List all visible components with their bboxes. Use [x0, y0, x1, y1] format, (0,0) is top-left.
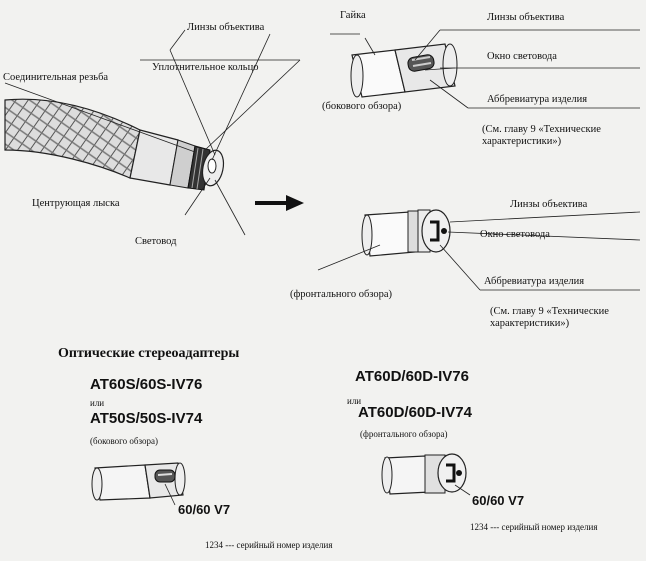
label-window-side: Окно световода: [487, 51, 557, 62]
stereo-title: Оптические стереоадаптеры: [58, 346, 240, 361]
arrow-right-icon: [255, 195, 304, 211]
note-front: (См. главу 9 «Технические характеристики…: [490, 306, 609, 330]
scope-tip-drawing: [4, 29, 301, 236]
label-light-guide: Световод: [135, 236, 177, 247]
label-abbrev-front: Аббревиатура изделия: [484, 276, 585, 287]
caption-front-view: (фронтального обзора): [290, 289, 393, 300]
label-nut: Гайка: [340, 10, 366, 21]
right-serial: 1234 --- серийный номер изделия: [470, 522, 598, 532]
left-model-1: AT60S/60S-IV76: [90, 376, 203, 393]
label-lens-top: Линзы объектива: [187, 22, 265, 33]
label-lens-side: Линзы объектива: [487, 12, 565, 23]
stereo-side-adapter-drawing: [91, 462, 186, 506]
right-model-2: AT60D/60D-IV74: [358, 404, 472, 421]
left-serial: 1234 --- серийный номер изделия: [205, 540, 333, 550]
label-center-flat: Центрующая лыска: [32, 198, 120, 209]
right-view: (фронтального обзора): [360, 429, 448, 439]
right-or: или: [347, 396, 362, 406]
label-abbrev-side: Аббревиатура изделия: [487, 94, 588, 105]
left-view: (бокового обзора): [90, 436, 158, 446]
stereo-front-adapter-drawing: [381, 453, 471, 496]
left-code: 60/60 V7: [178, 502, 231, 517]
label-lens-front: Линзы объектива: [510, 199, 588, 210]
side-view-adapter-drawing: [330, 29, 640, 109]
front-view-adapter-drawing: [317, 209, 641, 291]
label-connecting-thread: Соединительная резьба: [3, 72, 109, 83]
left-or: или: [90, 398, 105, 408]
note-side: (См. главу 9 «Технические характеристики…: [482, 124, 601, 148]
caption-side-view: (бокового обзора): [322, 101, 402, 112]
right-model-1: AT60D/60D-IV76: [355, 368, 469, 385]
label-window-front: Окно световода: [480, 229, 550, 240]
left-model-2: AT50S/50S-IV74: [90, 410, 203, 427]
right-code: 60/60 V7: [472, 493, 525, 508]
label-seal-ring: Уплотнительное кольцо: [152, 62, 259, 73]
